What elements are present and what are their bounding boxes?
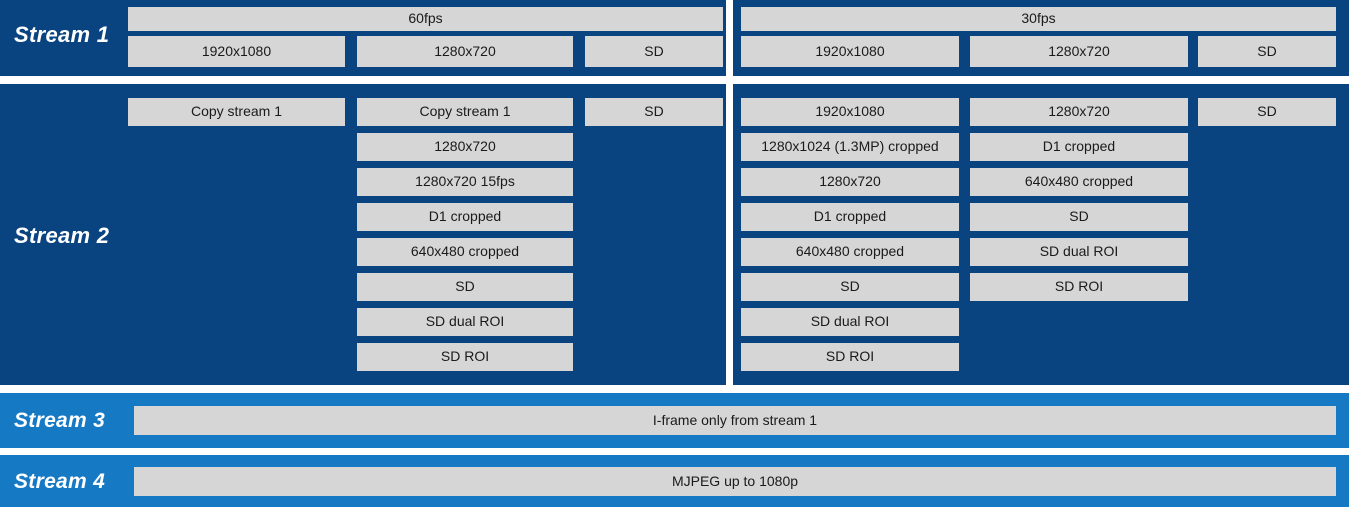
stream-3-bar[interactable]: I-frame only from stream 1 (134, 406, 1336, 435)
stream-2-right-col-2-item-1280x720[interactable]: 1280x720 (970, 98, 1188, 126)
stream-1-30fps-header[interactable]: 30fps (741, 7, 1336, 31)
stream-2-left-col-1-item-copy-stream-1[interactable]: Copy stream 1 (128, 98, 345, 126)
stream-3-label: Stream 3 (14, 409, 106, 432)
stream-4-label: Stream 4 (14, 470, 106, 493)
stream-2-right-col-2-item-sd-dual-roi[interactable]: SD dual ROI (970, 238, 1188, 266)
stream-1-60fps-option-1280x720[interactable]: 1280x720 (357, 36, 573, 67)
stream-2-right-col-1-item-sd[interactable]: SD (741, 273, 959, 301)
stream-2-right-col-2-item-640x480-cropped[interactable]: 640x480 cropped (970, 168, 1188, 196)
stream-1-60fps-header[interactable]: 60fps (128, 7, 723, 31)
stream-2-right-col-1-item-d1-cropped[interactable]: D1 cropped (741, 203, 959, 231)
stream-2-left-col-2-item-d1-cropped[interactable]: D1 cropped (357, 203, 573, 231)
stream-1-60fps-option-1920x1080[interactable]: 1920x1080 (128, 36, 345, 67)
stream-2-right-col-1-item-sd-dual-roi[interactable]: SD dual ROI (741, 308, 959, 336)
stream-2-right-col-2-item-sd[interactable]: SD (970, 203, 1188, 231)
stream-2-right-panel (733, 84, 1349, 385)
stream-2-right-col-3-item-sd[interactable]: SD (1198, 98, 1336, 126)
stream-1-30fps-option-1280x720[interactable]: 1280x720 (970, 36, 1188, 67)
stream-2-left-col-2-item-sd-dual-roi[interactable]: SD dual ROI (357, 308, 573, 336)
stream-1-label: Stream 1 (14, 22, 110, 47)
stream-2-left-col-2-item-1280x720[interactable]: 1280x720 (357, 133, 573, 161)
stream-2-left-col-2-item-sd-roi[interactable]: SD ROI (357, 343, 573, 371)
stream-2-right-col-1-item-sd-roi[interactable]: SD ROI (741, 343, 959, 371)
stream-2-right-col-1-item-1920x1080[interactable]: 1920x1080 (741, 98, 959, 126)
stream-2-right-col-1-item-640x480-cropped[interactable]: 640x480 cropped (741, 238, 959, 266)
stream-4-bar[interactable]: MJPEG up to 1080p (134, 467, 1336, 496)
stream-2-right-col-2-item-d1-cropped[interactable]: D1 cropped (970, 133, 1188, 161)
stream-2-right-col-2-item-sd-roi[interactable]: SD ROI (970, 273, 1188, 301)
stream-2-right-col-1-item-1280x1024-cropped[interactable]: 1280x1024 (1.3MP) cropped (741, 133, 959, 161)
stream-2-left-col-2-item-640x480-cropped[interactable]: 640x480 cropped (357, 238, 573, 266)
stream-2-left-col-2-item-1280x720-15fps[interactable]: 1280x720 15fps (357, 168, 573, 196)
stream-1-30fps-option-sd[interactable]: SD (1198, 36, 1336, 67)
stream-2-label: Stream 2 (14, 223, 110, 248)
stream-1-30fps-option-1920x1080[interactable]: 1920x1080 (741, 36, 959, 67)
stream-2-left-col-2-item-sd[interactable]: SD (357, 273, 573, 301)
stream-2-right-col-1-item-1280x720[interactable]: 1280x720 (741, 168, 959, 196)
stream-2-left-col-2-item-copy-stream-1[interactable]: Copy stream 1 (357, 98, 573, 126)
stream-1-60fps-option-sd[interactable]: SD (585, 36, 723, 67)
stream-2-left-col-3-item-sd[interactable]: SD (585, 98, 723, 126)
